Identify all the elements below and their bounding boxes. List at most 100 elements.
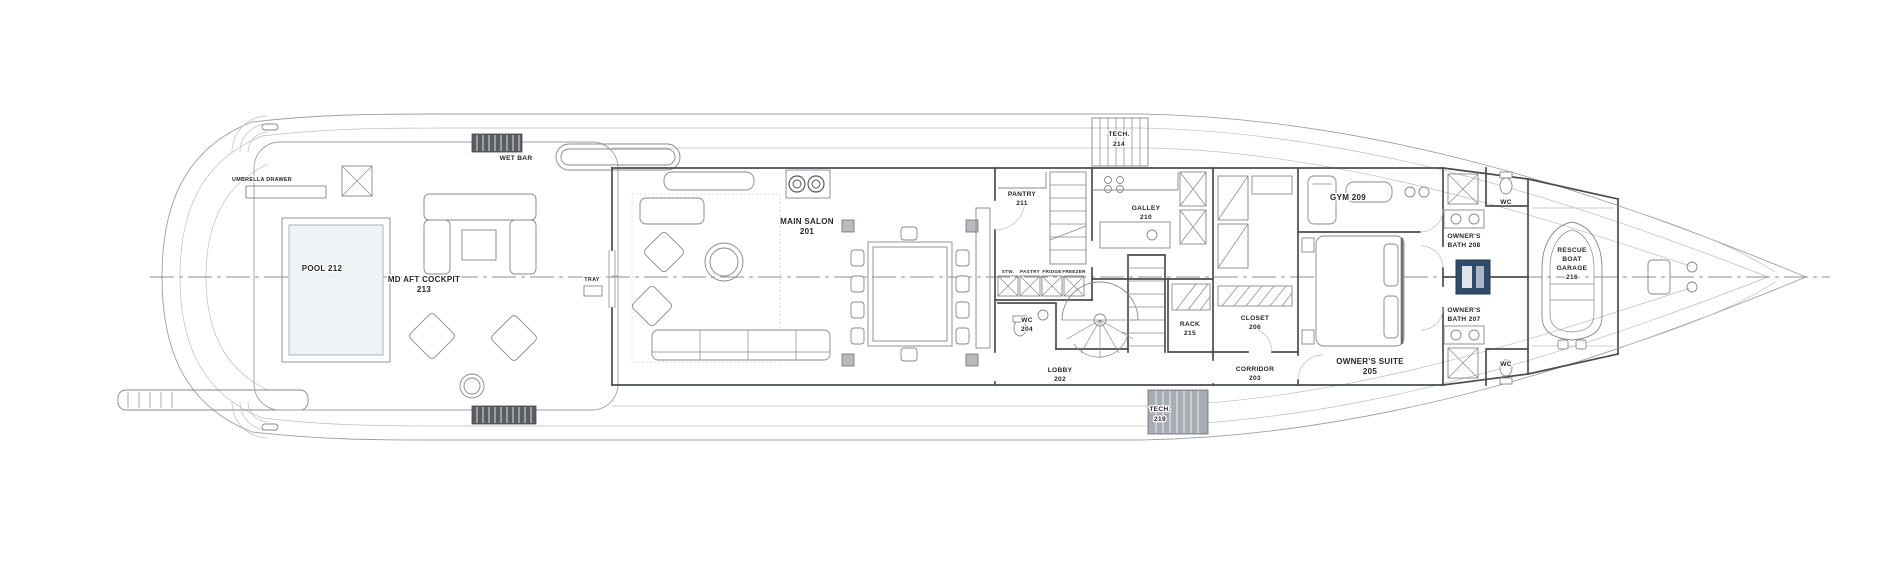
door-arcs	[994, 199, 1444, 381]
stern-stair-arcs-bottom	[231, 401, 269, 439]
label-tech-214: TECH.	[1108, 131, 1129, 138]
label-tray: TRAY	[584, 277, 599, 283]
gangway	[117, 389, 309, 411]
rescue-boat	[1541, 221, 1603, 341]
label-unit-freezer: FREEZER	[1062, 269, 1086, 274]
closet-shelving	[1217, 285, 1293, 307]
label-unit-stw: STW.	[1002, 269, 1014, 274]
label-lobby-num: 202	[1054, 376, 1066, 383]
dining-area	[850, 226, 970, 362]
label-garage-4: 216	[1566, 274, 1578, 281]
wc-204-fixtures	[1012, 309, 1049, 337]
salon-sideboard	[975, 207, 991, 349]
salon-armchair	[643, 231, 685, 273]
straight-stair-treads	[1128, 267, 1165, 347]
side-boarding-stairs	[471, 133, 537, 425]
umbrella-drawer-box	[245, 185, 327, 199]
galley-island	[1099, 221, 1171, 249]
pantry-stair	[1049, 171, 1087, 265]
label-owners-suite: OWNER'S SUITE	[1336, 357, 1404, 366]
wet-bar-counter	[555, 143, 681, 171]
tray-shelf	[583, 285, 603, 297]
label-unit-fridge: FRIDGE	[1042, 269, 1061, 274]
salon-sofa	[651, 329, 831, 361]
aft-deck	[245, 133, 681, 425]
rescue-boat-garage	[1532, 207, 1614, 350]
label-corridor-num: 203	[1249, 375, 1261, 382]
label-wc-fwd-top: WC	[1500, 199, 1512, 206]
label-bath-207: OWNER'S	[1447, 307, 1481, 314]
bow-deck	[1617, 205, 1776, 349]
deckhouse-walls	[608, 167, 1620, 386]
label-garage-3: GARAGE	[1557, 265, 1588, 272]
pantry-galley	[997, 171, 1207, 337]
owners-bed	[1301, 235, 1405, 347]
label-garage-1: RESCUE	[1557, 247, 1587, 254]
label-unit-pastry: PASTRY	[1020, 269, 1040, 274]
stern-platform	[117, 115, 309, 439]
center-shower-unit	[1455, 259, 1491, 295]
label-galley-num: 210	[1140, 214, 1152, 221]
aft-lounge-sofas	[423, 193, 537, 275]
label-lobby: LOBBY	[1048, 367, 1073, 374]
spiral-stair	[1061, 281, 1139, 358]
coffee-table	[704, 242, 744, 282]
service-hatch-box	[341, 165, 373, 197]
label-bath-207-num: BATH 207	[1447, 316, 1480, 323]
label-bath-208-num: BATH 208	[1447, 242, 1480, 249]
aft-armchairs	[409, 313, 537, 399]
label-garage-2: BOAT	[1562, 256, 1581, 263]
salon-rug	[631, 193, 781, 363]
salon-armchair	[631, 285, 673, 327]
fridge-row	[997, 275, 1085, 297]
label-gym: GYM 209	[1330, 193, 1366, 202]
label-owners-suite-num: 205	[1363, 367, 1377, 376]
label-wc-fwd-bottom: WC	[1500, 361, 1512, 368]
salon-furniture	[631, 169, 991, 367]
salon-sliding-door	[608, 250, 618, 308]
pantry-counter	[998, 172, 1047, 189]
tech-214-stair	[1091, 117, 1149, 167]
labels: UMBRELLA DRAWER WET BAR POOL 212 MD AFT …	[231, 130, 1589, 425]
label-pantry: PANTRY	[1008, 191, 1036, 198]
galley-counter	[1092, 172, 1179, 191]
cleat	[261, 123, 279, 131]
stern-stair-arcs-top	[231, 115, 269, 153]
label-main-salon-num: 201	[800, 227, 814, 236]
label-tech-219-num: 219	[1154, 416, 1166, 423]
gym-suite	[1301, 175, 1430, 347]
label-pantry-num: 211	[1016, 200, 1028, 207]
label-galley: GALLEY	[1132, 205, 1161, 212]
salon-bar	[785, 169, 831, 199]
bath-207-fixtures	[1443, 325, 1513, 385]
gangway-ladder	[127, 392, 173, 408]
label-umbrella-drawer: UMBRELLA DRAWER	[232, 177, 292, 183]
salon-console	[663, 171, 755, 191]
bow-hatch	[1647, 259, 1671, 295]
pool	[281, 217, 391, 363]
label-pool: POOL 212	[302, 264, 343, 273]
stairs	[1061, 117, 1211, 435]
bath-208-fixtures	[1443, 171, 1513, 229]
tech-219-stair	[1147, 389, 1209, 435]
label-wc-204: WC	[1021, 317, 1033, 324]
structural-columns	[841, 219, 979, 367]
label-closet: CLOSET	[1241, 315, 1270, 322]
windlass	[1686, 281, 1698, 293]
label-corridor: CORRIDOR	[1236, 366, 1274, 373]
label-tech-214-num: 214	[1113, 141, 1125, 148]
label-aft-cockpit-num: 213	[417, 285, 431, 294]
label-aft-cockpit: MD AFT COCKPIT	[388, 275, 460, 284]
cooktop	[1104, 176, 1124, 193]
label-rack: RACK	[1180, 321, 1200, 328]
owners-baths	[1443, 171, 1513, 385]
label-main-salon: MAIN SALON	[780, 217, 834, 226]
label-bath-208: OWNER'S	[1447, 233, 1481, 240]
gym-equipment	[1307, 175, 1430, 225]
label-tech-219: TECH.	[1149, 406, 1170, 413]
salon-loveseat	[639, 197, 705, 225]
windlass	[1686, 261, 1698, 273]
galley-tall-units	[1179, 171, 1207, 245]
closet-corridor	[1217, 175, 1293, 307]
